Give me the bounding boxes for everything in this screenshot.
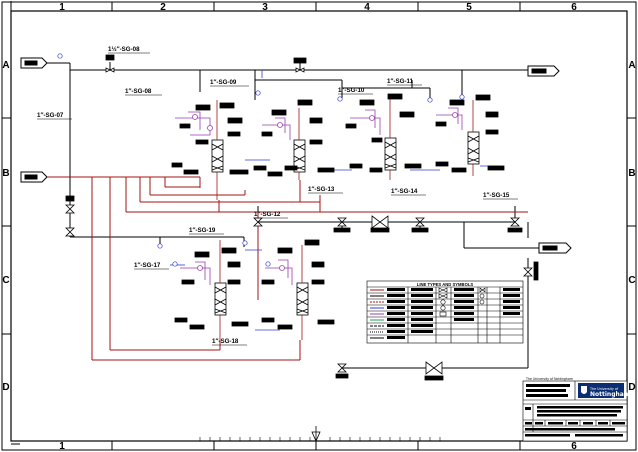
reactor-module-5 (174, 240, 249, 340)
line-tag-sg-18: 1″-SG-18 (212, 338, 239, 345)
grid-col-label-bottom-6: 6 (571, 441, 577, 452)
grid-col-label-top-6: 6 (571, 2, 577, 13)
process-lines (47, 176, 528, 361)
reactor-module-1 (171, 100, 249, 200)
grid-row-label-left-b: B (2, 168, 9, 179)
gate-valve-4 (65, 227, 75, 237)
line-tag-sg-13: 1″-SG-13 (308, 186, 335, 193)
reactor-module-2 (253, 99, 335, 180)
gate-valve-8 (523, 267, 533, 277)
line-tag-sg-15: 1″-SG-15 (483, 192, 510, 199)
legend-title: LINE TYPES AND SYMBOLS (417, 282, 474, 287)
grid-row-label-left-c: C (2, 275, 9, 286)
gate-valve-7 (510, 217, 520, 227)
line-tag-sg-10: 1″-SG-10 (338, 87, 365, 94)
control-valve-1 (371, 215, 389, 229)
gate-valve-1 (105, 67, 115, 73)
grid-row-label-left-a: A (2, 60, 9, 71)
line-tag-sg-08-b: 1″-SG-08 (125, 88, 152, 95)
logo-word-large: Nottingham (590, 391, 630, 398)
logo-word-small: The University of (589, 387, 619, 391)
grid-row-label-right-c: C (628, 275, 635, 286)
legend-table (366, 280, 524, 344)
line-tags: 1½″-SG-08 1″-SG-07 1″-SG-09 1″-SG-08 1″-… (37, 46, 518, 346)
gate-valve-2 (295, 67, 305, 73)
line-tag-sg-12: 1″-SG-12 (254, 211, 281, 218)
grid-row-label-right-d: D (628, 382, 635, 393)
title-block-institution: The University of Nottingham (525, 377, 573, 381)
control-valve-2 (425, 361, 443, 375)
valves (65, 54, 539, 381)
gate-valve-6 (415, 217, 425, 227)
gate-valve-3 (65, 204, 75, 214)
line-tag-sg-17: 1″-SG-17 (134, 262, 161, 269)
grid-col-label-top-4: 4 (364, 2, 370, 13)
line-tag-sg-19: 1″-SG-19 (189, 227, 216, 234)
grid-col-label-top-3: 3 (262, 2, 268, 13)
grid-row-label-right-b: B (628, 168, 635, 179)
line-tag-sg-09: 1″-SG-09 (210, 79, 237, 86)
reactor-module-3 (345, 93, 422, 180)
gate-valve-9 (337, 363, 347, 373)
university-logo: The University of Nottingham (578, 383, 630, 398)
grid-col-label-top-5: 5 (466, 2, 472, 13)
grid-row-label-right-a: A (628, 60, 635, 71)
grid-row-label-left-d: D (2, 382, 9, 393)
grid-col-label-top-1: 1 (59, 2, 65, 13)
bottom-scale-ticks (199, 437, 441, 441)
line-tag-sg-14: 1″-SG-14 (391, 188, 418, 195)
gate-valve-5 (337, 217, 347, 227)
line-tag-sg-08: 1½″-SG-08 (108, 46, 140, 53)
off-page-connectors (20, 57, 572, 254)
grid-col-label-top-2: 2 (160, 2, 166, 13)
reactor-module-4 (435, 94, 505, 176)
line-tag-sg-07: 1″-SG-07 (37, 112, 64, 119)
instrument-bubbles (57, 53, 465, 267)
line-tag-sg-11: 1″-SG-11 (387, 78, 414, 85)
reactor-module-6 (261, 239, 335, 340)
grid-col-label-bottom-1: 1 (59, 441, 65, 452)
